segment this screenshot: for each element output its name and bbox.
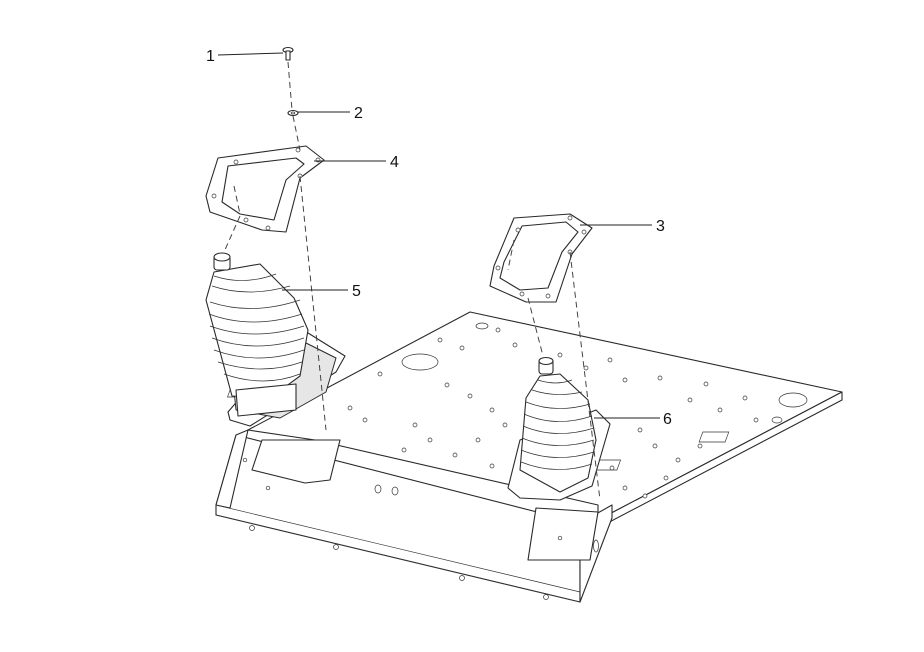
- callout-6: 6: [663, 411, 672, 428]
- callout-leaders: [217, 52, 660, 419]
- callout-5: 5: [352, 283, 361, 300]
- callout-3: 3: [656, 218, 665, 235]
- left-boot-bellows: [205, 252, 309, 399]
- left-boot-assembly: [205, 252, 346, 427]
- frame-plate-3: [489, 213, 593, 303]
- washer-part: [287, 109, 299, 117]
- right-boot-assembly: [507, 356, 611, 501]
- screw-part: [282, 46, 294, 61]
- front-channel-bracket: [215, 429, 613, 603]
- frame-plate-4: [205, 145, 325, 233]
- callout-1: 1: [206, 48, 215, 65]
- callout-2: 2: [354, 105, 363, 122]
- callout-4: 4: [390, 154, 399, 171]
- assembly-dashed-lines: [223, 61, 601, 501]
